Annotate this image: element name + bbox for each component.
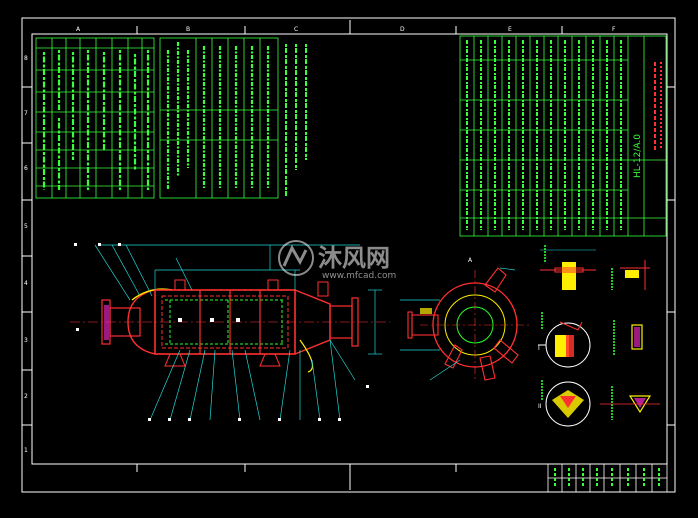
zone-number: 2 bbox=[24, 393, 28, 400]
zone-number: 4 bbox=[24, 280, 28, 287]
left-head bbox=[127, 289, 156, 355]
vessel-end-view: A bbox=[400, 257, 530, 381]
zone-letter: C bbox=[294, 26, 298, 33]
zone-number: 1 bbox=[24, 447, 28, 454]
zone-ticks-top bbox=[136, 20, 563, 490]
zone-number: 3 bbox=[24, 337, 28, 344]
vessel-main-view bbox=[70, 279, 390, 373]
model-code-label: HL-12/A.0 bbox=[633, 134, 643, 178]
zone-number: 8 bbox=[24, 55, 28, 62]
sheet-outer-frame bbox=[21, 17, 676, 493]
zone-letters-top: A B C D E F bbox=[76, 26, 616, 33]
inner-liner bbox=[161, 295, 289, 349]
zone-number: 5 bbox=[24, 223, 28, 230]
zone-letter: B bbox=[186, 26, 190, 33]
zone-ticks-left bbox=[22, 86, 675, 426]
zone-number: 6 bbox=[24, 165, 28, 172]
notes-text-block bbox=[285, 44, 307, 196]
detail-view-mid-left: I bbox=[538, 312, 591, 368]
zone-letter: F bbox=[612, 26, 616, 33]
detail-view-bottom-right bbox=[600, 386, 660, 420]
zone-numbers-left: 8 7 6 5 4 3 2 1 bbox=[24, 55, 28, 454]
zone-letter: A bbox=[76, 26, 81, 33]
zone-number: 7 bbox=[24, 110, 28, 117]
end-view-mark: A bbox=[468, 257, 473, 264]
design-params-text bbox=[166, 42, 270, 190]
vessel-shell bbox=[154, 289, 296, 355]
zone-letter: E bbox=[508, 26, 512, 33]
watermark-title: 沐风网 bbox=[318, 244, 390, 272]
watermark-logo-icon bbox=[278, 240, 314, 276]
zone-letter: D bbox=[400, 26, 405, 33]
detail-view-top-right bbox=[611, 260, 650, 290]
watermark: 沐风网 www.mfcad.com bbox=[278, 240, 396, 281]
balloon-markers bbox=[74, 243, 369, 421]
detail-mark-ii: II bbox=[538, 403, 542, 410]
watermark-url: www.mfcad.com bbox=[322, 271, 396, 281]
detail-mark-i: I bbox=[538, 345, 540, 352]
technical-data-table bbox=[35, 37, 155, 199]
detail-view-top-left bbox=[540, 245, 596, 290]
main-view-dimensions bbox=[94, 244, 382, 421]
detail-view-bottom-left: II bbox=[538, 380, 591, 427]
model-code-cell: HL-12/A.0 bbox=[633, 62, 662, 178]
detail-view-mid-right bbox=[613, 320, 643, 355]
technical-data-table-text bbox=[42, 50, 150, 190]
parts-list-table bbox=[459, 35, 667, 237]
title-block bbox=[547, 463, 668, 493]
inlet-pipe bbox=[109, 307, 141, 337]
title-block-text bbox=[554, 468, 660, 488]
outlet-flange bbox=[351, 297, 359, 347]
